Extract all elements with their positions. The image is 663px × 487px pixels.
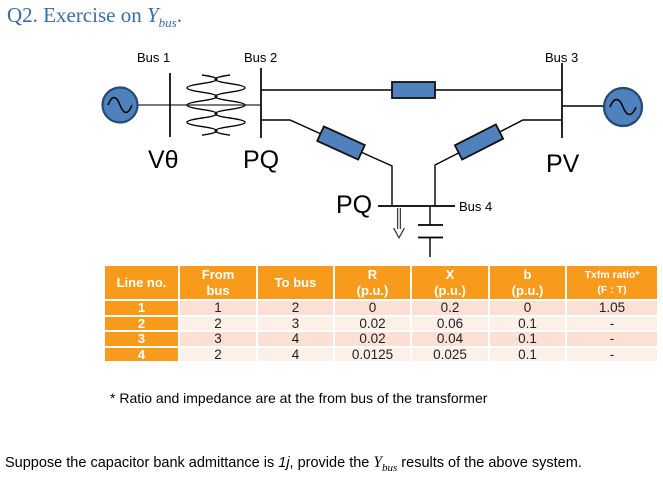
cell-line-no: 2 <box>103 314 180 332</box>
bus1-type-label: Vθ <box>148 146 179 174</box>
cell-txfm-ratio: - <box>565 345 659 363</box>
bus2-label: Bus 2 <box>244 50 278 65</box>
cell-b: 0 <box>488 299 567 317</box>
table-footnote: * Ratio and impedance are at the from bu… <box>110 390 488 406</box>
cell-r: 0.02 <box>333 314 412 332</box>
cell-line-no: 3 <box>103 330 180 348</box>
col-header-line-no: Line no. <box>103 264 180 301</box>
bus1-label: Bus 1 <box>137 50 171 65</box>
title-period: . <box>176 3 182 27</box>
transformer-icon <box>186 74 246 136</box>
cell-line-no: 4 <box>103 345 180 363</box>
table-row: 3 3 4 0.02 0.04 0.1 - <box>103 330 659 348</box>
question-math-1j: 1j <box>278 455 290 471</box>
col-header-r: R(p.u.) <box>333 264 412 301</box>
question-part2: , provide the <box>289 455 374 471</box>
cell-x: 0.06 <box>410 314 490 332</box>
question-part1: Suppose the capacitor bank admittance is <box>5 455 279 471</box>
col-header-to-bus: To bus <box>256 264 335 301</box>
cell-line-no: 1 <box>103 299 180 317</box>
cell-x: 0.2 <box>410 299 490 317</box>
cell-r: 0.02 <box>333 330 412 348</box>
cell-from-bus: 3 <box>178 330 258 348</box>
load-arrow-icon <box>393 208 405 240</box>
page-title: Q2. Exercise on Ybus. <box>7 3 182 31</box>
impedance-line-2-3-icon <box>391 81 436 99</box>
cell-txfm-ratio: - <box>565 330 659 348</box>
cell-to-bus: 2 <box>256 299 335 317</box>
cell-b: 0.1 <box>488 330 567 348</box>
cell-to-bus: 4 <box>256 330 335 348</box>
impedance-line-2-4-icon <box>316 125 366 161</box>
cell-r: 0.0125 <box>333 345 412 363</box>
cell-x: 0.025 <box>410 345 490 363</box>
cell-b: 0.1 <box>488 345 567 363</box>
bus2-type-label: PQ <box>243 146 280 174</box>
table-row: 1 1 2 0 0.2 0 1.05 <box>103 299 659 317</box>
col-header-b: b(p.u.) <box>488 264 567 301</box>
cell-from-bus: 1 <box>178 299 258 317</box>
title-math-var: Y <box>146 3 159 27</box>
cell-from-bus: 2 <box>178 345 258 363</box>
table-row: 2 2 3 0.02 0.06 0.1 - <box>103 314 659 332</box>
cell-x: 0.04 <box>410 330 490 348</box>
question-math-var: Y <box>373 454 382 471</box>
cell-txfm-ratio: 1.05 <box>565 299 659 317</box>
cell-to-bus: 4 <box>256 345 335 363</box>
cell-from-bus: 2 <box>178 314 258 332</box>
question-text: Suppose the capacitor bank admittance is… <box>5 454 582 474</box>
title-text: Q2. Exercise on <box>7 3 147 27</box>
capacitor-icon <box>418 206 443 257</box>
impedance-line-3-4-icon <box>453 123 505 161</box>
cell-r: 0 <box>333 299 412 317</box>
title-math-sub: bus <box>158 15 177 31</box>
bus4-type-label: PQ <box>336 191 373 219</box>
question-math-sub: bus <box>382 461 398 474</box>
generator-2-icon <box>602 86 644 128</box>
col-header-x: X(p.u.) <box>410 264 490 301</box>
cell-to-bus: 3 <box>256 314 335 332</box>
bus3-label: Bus 3 <box>545 50 579 65</box>
table-row: 4 2 4 0.0125 0.025 0.1 - <box>103 345 659 363</box>
bus4-label: Bus 4 <box>459 199 493 214</box>
col-header-txfm-ratio: Txfm ratio*(F : T) <box>565 264 659 301</box>
bus3-type-label: PV <box>546 150 580 178</box>
one-line-diagram <box>101 63 644 257</box>
generator-1-icon <box>101 86 139 124</box>
cell-b: 0.1 <box>488 314 567 332</box>
question-part3: results of the above system. <box>397 455 582 471</box>
cell-txfm-ratio: - <box>565 314 659 332</box>
